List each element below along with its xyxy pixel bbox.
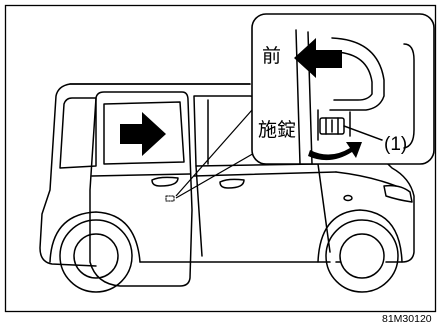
left-arrow-icon (294, 38, 342, 78)
inset-right-panel (403, 43, 415, 149)
front-wheel-arch (317, 209, 403, 263)
rear-wheel-tire (59, 219, 133, 293)
front-door-handle (219, 178, 245, 189)
side-marker (343, 194, 353, 202)
rear-window (59, 97, 97, 169)
inset-door-panel (329, 37, 385, 111)
figure-code: 81M30120 (382, 313, 432, 324)
vehicle-illustration (39, 83, 415, 293)
callout-1-leader (343, 125, 383, 141)
front-door-edge (195, 163, 331, 257)
sliding-door-handle (151, 176, 179, 187)
inset-door-panel-inner (333, 51, 373, 101)
headlamp (383, 184, 413, 203)
front-door-belt (193, 171, 337, 177)
sliding-door (89, 91, 193, 287)
rear-wheel-rim (73, 233, 119, 279)
right-arrow-icon (120, 112, 166, 156)
lock-label: 施錠 (258, 119, 296, 141)
sliding-door-window (103, 101, 185, 165)
inset-panel (251, 13, 435, 165)
lock-detail-inset: 前 施錠 (1) (251, 13, 435, 165)
hood-line (335, 171, 397, 187)
figure-frame (4, 4, 437, 313)
rear-wheel-arch (49, 211, 141, 263)
front-direction-label: 前 (262, 45, 281, 67)
front-wheel-rim (339, 233, 385, 279)
curved-arrow-icon (308, 142, 362, 161)
door-belt-line (91, 173, 191, 177)
callout-1-label: (1) (384, 134, 407, 155)
front-wheel-tire (325, 219, 399, 293)
door-lock-marker (165, 195, 175, 202)
inset-lock-body (317, 109, 351, 141)
callout-leader-lines (175, 109, 257, 199)
lock-knob-slot (325, 117, 339, 135)
